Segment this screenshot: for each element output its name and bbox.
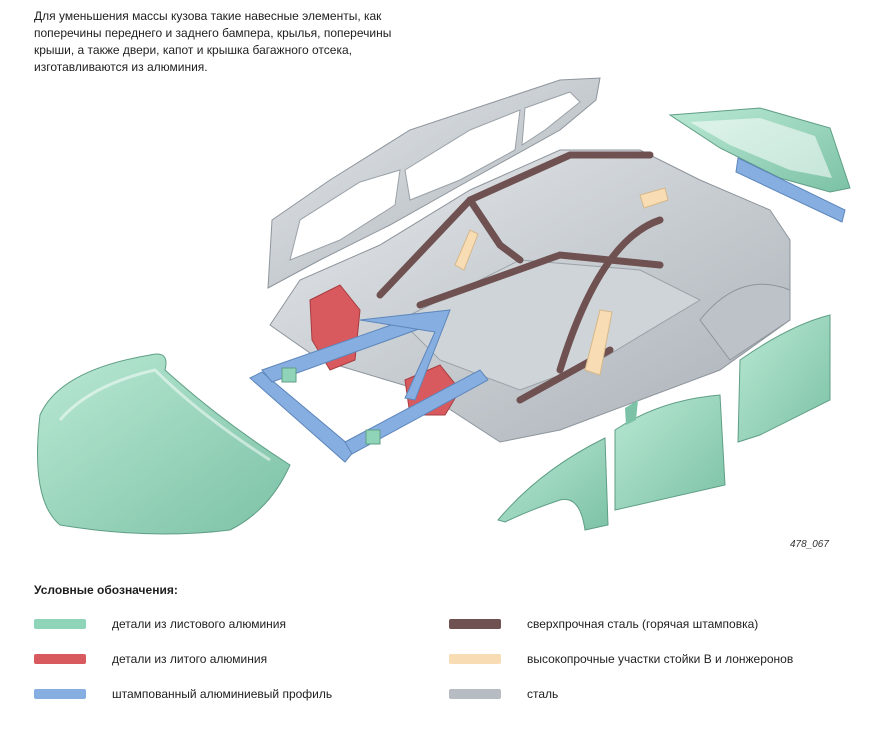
trunk-lid (668, 107, 851, 223)
legend-label: высокопрочные участки стойки В и лонжеро… (527, 652, 794, 666)
front-fender (497, 437, 609, 531)
legend-swatch (34, 654, 86, 664)
intro-text: Для уменьшения массы кузова такие навесн… (34, 8, 424, 76)
hood (37, 353, 291, 535)
legend-label: сталь (527, 687, 559, 701)
rear-door (737, 314, 831, 443)
legend-label: сверхпрочная сталь (горячая штамповка) (527, 617, 759, 631)
crash-boxes (281, 367, 381, 445)
legend-title: Условные обозначения: (34, 583, 178, 597)
roof-side-frame (267, 77, 601, 289)
high-strength-zones (454, 187, 669, 376)
intro-line: крыши, а также двери, капот и крышка баг… (34, 43, 352, 57)
legend-label: детали из листового алюминия (112, 617, 286, 631)
legend-swatch (449, 689, 501, 699)
legend-label: штампованный алюминиевый профиль (112, 687, 333, 701)
legend-swatch (34, 619, 86, 629)
legend-item-cast-aluminium: детали из литого алюминия (34, 651, 267, 667)
legend-item-high-strength-zones: высокопрочные участки стойки В и лонжеро… (449, 651, 793, 667)
legend-swatch (34, 689, 86, 699)
intro-line: изготавливаются из алюминия. (34, 60, 208, 74)
hot-stamped-steel-parts (376, 151, 664, 404)
legend-item-hot-stamped-steel: сверхпрочная сталь (горячая штамповка) (449, 616, 758, 632)
front-door (614, 394, 726, 511)
intro-line: Для уменьшения массы кузова такие навесн… (34, 9, 382, 23)
legend-swatch (449, 654, 501, 664)
car-body-exploded-illustration (37, 77, 851, 535)
legend-item-steel: сталь (449, 686, 558, 702)
legend-item-sheet-aluminium: детали из листового алюминия (34, 616, 286, 632)
legend-item-extruded-aluminium: штампованный алюминиевый профиль (34, 686, 332, 702)
legend-swatch (449, 619, 501, 629)
figure-code: 478_067 (790, 539, 829, 550)
intro-line: поперечины переднего и заднего бампера, … (34, 26, 392, 40)
legend-label: детали из литого алюминия (112, 652, 268, 666)
extruded-aluminium-profiles (249, 309, 489, 463)
